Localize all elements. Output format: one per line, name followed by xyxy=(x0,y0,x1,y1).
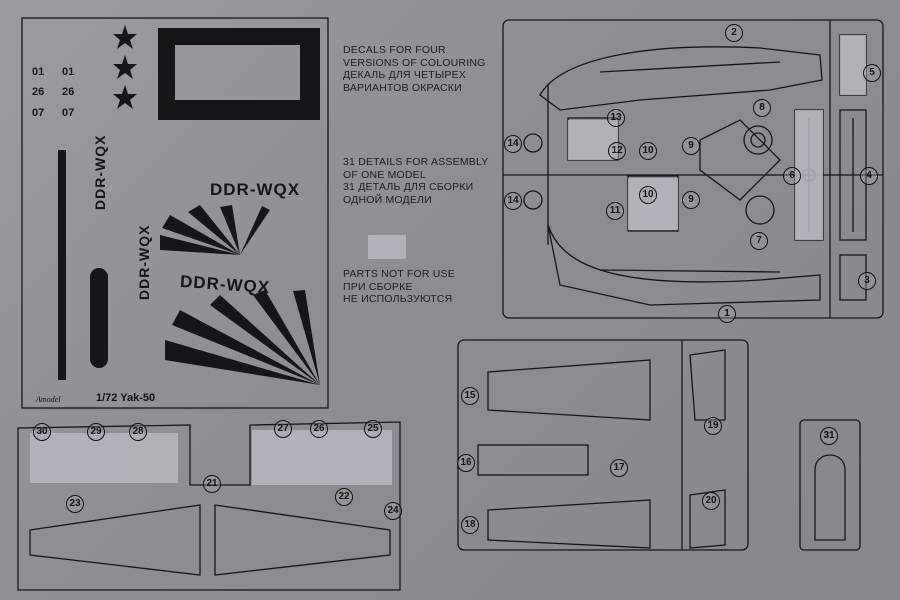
decal-stars xyxy=(113,25,137,109)
tail-number: 01 xyxy=(32,66,45,78)
part-number: 31 xyxy=(820,427,838,445)
tail-number: 01 xyxy=(62,66,75,78)
decals-note: DECALS FOR FOUR VERSIONS OF COLOURING ДЕ… xyxy=(343,44,486,94)
part-number: 23 xyxy=(66,495,84,513)
stabilizer-17 xyxy=(487,499,651,549)
engine-part-8 xyxy=(743,125,773,155)
tail-number: 07 xyxy=(62,107,75,119)
part-number: 5 xyxy=(863,64,881,82)
sprue-frame-wing xyxy=(17,421,401,591)
part-number: 14 xyxy=(504,135,522,153)
decal-sunburst-1 xyxy=(160,205,270,255)
part-number: 19 xyxy=(704,417,722,435)
part-number: 22 xyxy=(335,488,353,506)
part-number: 1 xyxy=(718,305,736,323)
part-number: 11 xyxy=(606,202,624,220)
part-number: 17 xyxy=(610,459,628,477)
part-number: 10 xyxy=(639,142,657,160)
decal-registration-1: DDR-WQX xyxy=(210,180,301,199)
part-number: 8 xyxy=(753,99,771,117)
tail-number: 26 xyxy=(32,86,45,98)
decal-stripe xyxy=(90,268,108,368)
not-used-swatch xyxy=(368,235,406,259)
part-number: 9 xyxy=(682,191,700,209)
part-7 xyxy=(745,195,775,225)
decal-sheet-border xyxy=(21,17,329,409)
fuselage-half-2 xyxy=(539,46,823,111)
part-number: 3 xyxy=(858,272,876,290)
part-number: 28 xyxy=(129,423,147,441)
part-number: 20 xyxy=(702,492,720,510)
part-number: 14 xyxy=(504,192,522,210)
part-number: 26 xyxy=(310,420,328,438)
decal-sunburst-2 xyxy=(165,290,320,385)
wing-left xyxy=(29,504,201,576)
brand-logo: Amodel xyxy=(36,395,61,404)
part-number: 9 xyxy=(682,137,700,155)
scale-label: 1/72 Yak-50 xyxy=(96,392,156,404)
part-number: 4 xyxy=(860,167,878,185)
sprue-frame-fuselage xyxy=(502,19,884,319)
part-number: 29 xyxy=(87,423,105,441)
part-number: 18 xyxy=(461,516,479,534)
wing-right xyxy=(214,504,391,576)
part-number: 2 xyxy=(725,24,743,42)
part-number: 21 xyxy=(203,475,221,493)
part-number: 24 xyxy=(384,502,402,520)
part-number: 16 xyxy=(457,454,475,472)
sprue-frame-tail xyxy=(457,339,749,551)
stabilizer-15 xyxy=(487,359,651,421)
details-note: 31 DETAILS FOR ASSEMBLY OF ONE MODEL 31 … xyxy=(343,156,489,206)
rudder-20 xyxy=(689,489,726,549)
tail-number: 26 xyxy=(62,86,75,98)
canopy-31 xyxy=(814,454,846,541)
fuselage-half-1 xyxy=(547,224,821,306)
part-number: 15 xyxy=(461,387,479,405)
part-9 xyxy=(699,119,781,201)
canopy-box xyxy=(799,419,861,551)
part-number: 25 xyxy=(364,420,382,438)
part-number: 6 xyxy=(783,167,801,185)
not-used-note: PARTS NOT FOR USE ПРИ СБОРКЕ НЕ ИСПОЛЬЗУ… xyxy=(343,268,455,305)
part-number: 13 xyxy=(607,109,625,127)
decal-registration-3: DDR-WQX xyxy=(92,134,108,210)
decal-frame-shape xyxy=(158,28,320,120)
part-number: 12 xyxy=(608,142,626,160)
rudder-19 xyxy=(689,349,726,421)
part-16 xyxy=(477,444,589,476)
part-number: 10 xyxy=(639,186,657,204)
part-number: 30 xyxy=(33,423,51,441)
tail-number: 07 xyxy=(32,107,45,119)
part-number: 27 xyxy=(274,420,292,438)
part-number: 7 xyxy=(750,232,768,250)
decal-registration-4: DDR-WQX xyxy=(136,224,152,300)
